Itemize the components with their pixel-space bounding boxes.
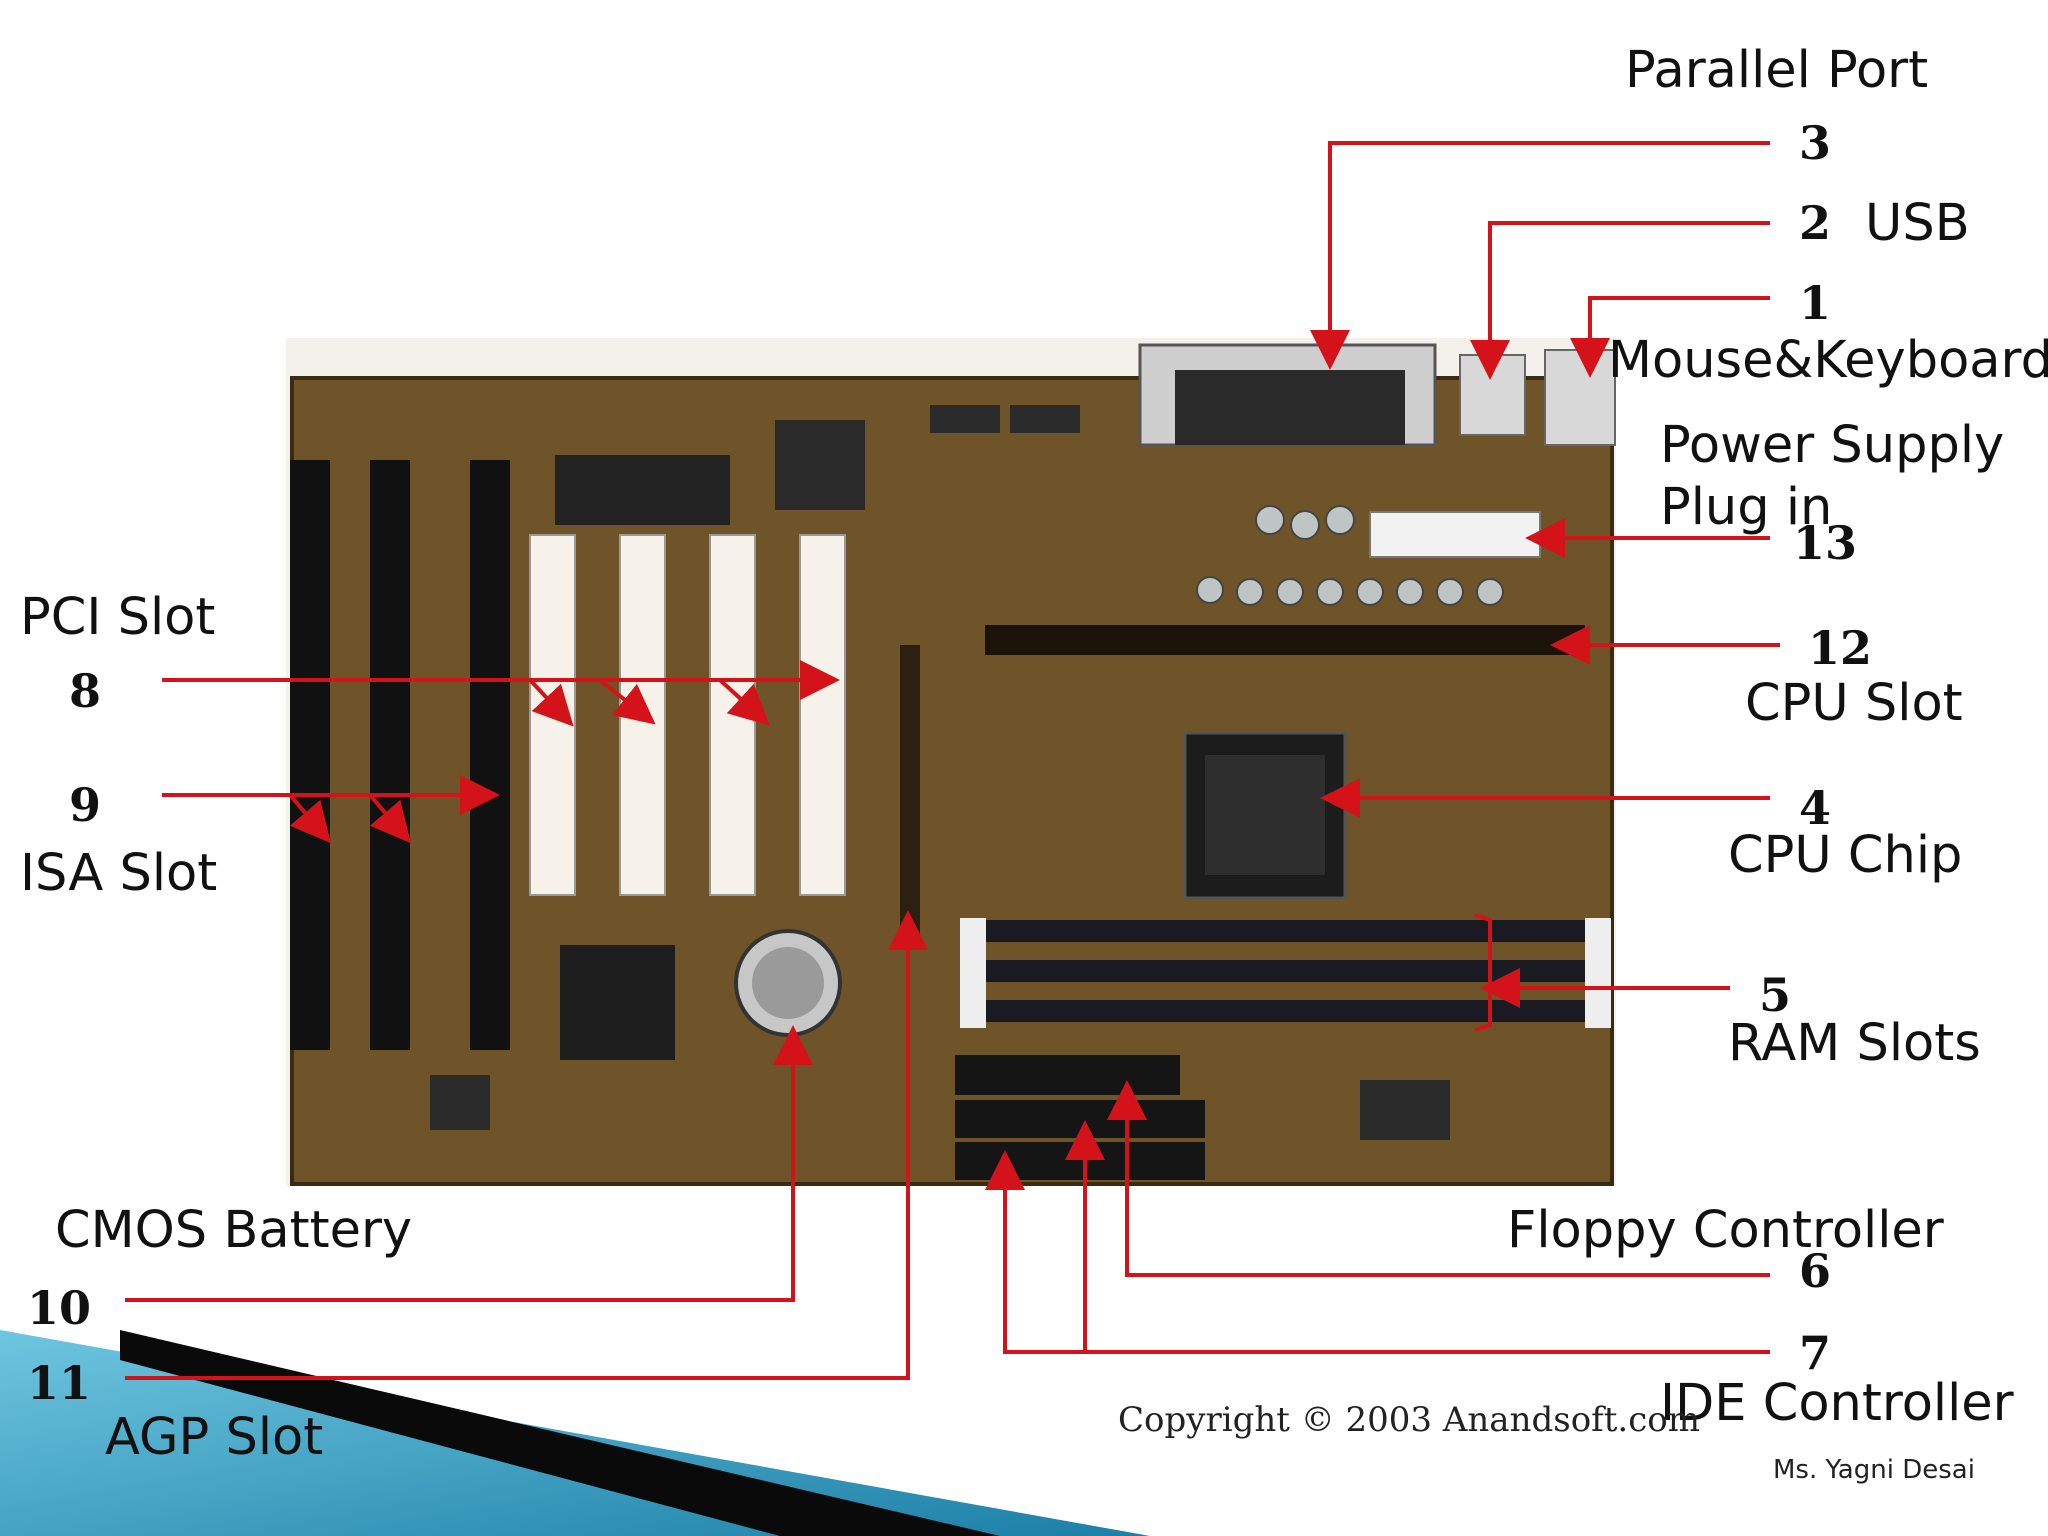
- motherboard-photo: [286, 338, 1616, 1186]
- callout-number-4: 4: [1798, 781, 1831, 835]
- label-isa-slot: ISA Slot: [20, 844, 218, 903]
- callout-number-5: 5: [1758, 968, 1791, 1022]
- label-ide-controller: IDE Controller: [1660, 1374, 2014, 1433]
- callout-number-1: 1: [1798, 276, 1831, 330]
- callout-number-13: 13: [1792, 516, 1857, 570]
- callout-number-11: 11: [26, 1356, 91, 1410]
- label-agp-slot: AGP Slot: [105, 1408, 324, 1467]
- callout-number-9: 9: [68, 778, 101, 832]
- callout-number-8: 8: [68, 664, 101, 718]
- copyright-text: Copyright © 2003 Anandsoft.com: [1118, 1400, 1700, 1440]
- callout-number-2: 2: [1798, 196, 1831, 250]
- label-plug-in: Plug in: [1660, 478, 1833, 537]
- label-power-supply: Power Supply: [1660, 416, 2005, 475]
- callout-number-6: 6: [1798, 1244, 1831, 1298]
- label-parallel-port: Parallel Port: [1625, 41, 1929, 100]
- label-cmos-battery: CMOS Battery: [55, 1201, 413, 1260]
- leader-lines: [125, 141, 1780, 1380]
- label-cpu-chip: CPU Chip: [1728, 826, 1963, 885]
- slide-corner-decoration: [0, 1330, 1150, 1536]
- label-usb: USB: [1865, 194, 1970, 253]
- callout-number-10: 10: [26, 1281, 91, 1335]
- label-floppy-controller: Floppy Controller: [1507, 1201, 1944, 1260]
- label-mouse-keyboard: Mouse&Keyboard: [1608, 331, 2048, 390]
- author-credit: Ms. Yagni Desai: [1773, 1455, 1975, 1485]
- label-ram-slots: RAM Slots: [1728, 1014, 1981, 1073]
- label-pci-slot: PCI Slot: [20, 588, 216, 647]
- callout-number-12: 12: [1807, 621, 1872, 675]
- label-cpu-slot: CPU Slot: [1745, 674, 1963, 733]
- callout-number-3: 3: [1798, 116, 1831, 170]
- callout-number-7: 7: [1798, 1326, 1831, 1380]
